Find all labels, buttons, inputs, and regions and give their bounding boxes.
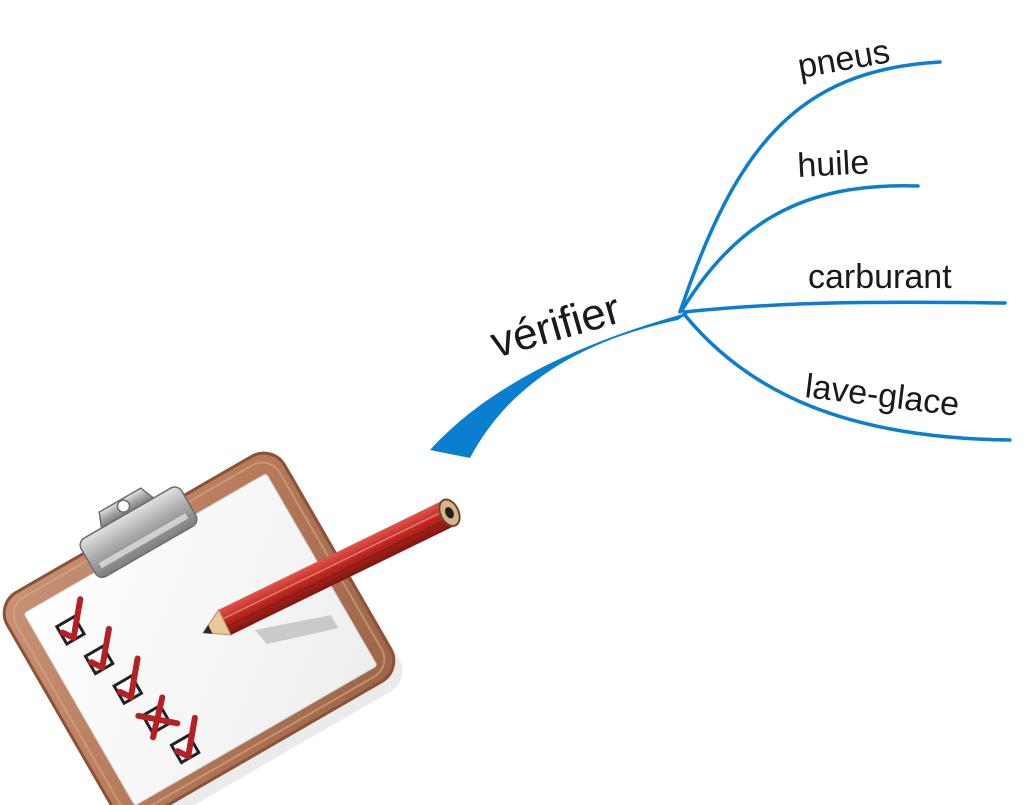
branch-line-carburant: [682, 300, 1007, 314]
central-topic-label: vérifier: [485, 284, 625, 367]
check-mark-icon: [59, 596, 84, 641]
check-mark-icon: [116, 655, 141, 701]
check-mark-icon: [174, 714, 198, 760]
branch-label-carburant: carburant: [808, 258, 952, 296]
branch-label-huile: huile: [796, 143, 870, 185]
branch-label-lave-glace: lave-glace: [803, 367, 961, 424]
main-branch: [430, 312, 690, 458]
branch-line-pneus: [678, 60, 942, 314]
check-mark-icon: [88, 625, 112, 671]
pencil-icon: [202, 498, 461, 636]
branch-line-lave-glace: [682, 312, 1012, 442]
checklist: [54, 596, 201, 765]
clipboard-clip: [79, 486, 198, 579]
branch-line-huile: [680, 184, 920, 312]
branch-lines: [430, 60, 1012, 458]
clipboard-checklist-icon: [2, 451, 461, 805]
branch-label-pneus: pneus: [795, 32, 893, 86]
cross-mark-icon: [135, 694, 181, 741]
